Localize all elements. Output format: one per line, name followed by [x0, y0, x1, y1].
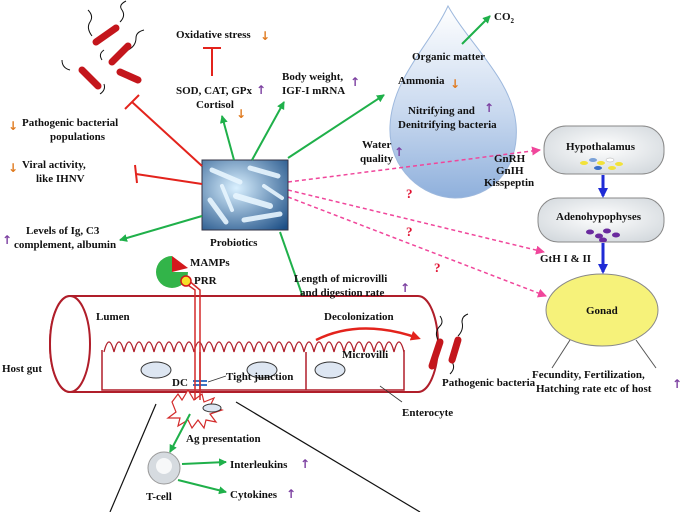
digestion-rate-label: and digestion rate [300, 287, 384, 299]
down-arrow: ↓ [8, 161, 18, 175]
decolonization-label: Decolonization [324, 311, 394, 323]
magnifier-line [235, 401, 421, 512]
cortisol-label: Cortisol [196, 99, 234, 111]
interleukins-arrow [181, 458, 227, 467]
interleukins-label: Interleukins [230, 459, 288, 471]
viral-label-2: like IHNV [36, 173, 85, 185]
tight-junction-label: Tight junction [226, 371, 293, 383]
gth-dashed-arrow [287, 189, 545, 255]
oxidative-stress-label: Oxidative stress [176, 29, 251, 41]
enterocyte-label: Enterocyte [402, 407, 453, 419]
gnrh-label: GnRH [494, 153, 526, 165]
body-weight-arrow [251, 101, 285, 161]
prr-label: PRR [194, 275, 218, 287]
t-cell-label: T-cell [146, 491, 172, 503]
hypothalamus-box [543, 125, 665, 175]
lumen-label: Lumen [96, 311, 130, 323]
decolonization-arrow [315, 327, 421, 342]
gonad-shape [545, 273, 659, 347]
immune-arrow [119, 215, 203, 242]
down-arrow: ↓ [236, 107, 246, 121]
antioxidant-arrow [219, 115, 235, 161]
probiotics-image [201, 159, 289, 231]
hatching-label: Hatching rate etc of host [536, 383, 652, 395]
pathogenic-bacteria-gut-icon [428, 313, 469, 375]
water-quality-arrow [287, 94, 385, 159]
pathogenic-bacteria-icon [61, 0, 145, 95]
nitrifying-label: Nitrifying and [408, 105, 475, 117]
viral-label: Viral activity, [22, 159, 86, 171]
host-gut-label: Host gut [2, 363, 42, 375]
up-arrow: ↑ [400, 281, 410, 295]
probiotics-label: Probiotics [210, 237, 258, 249]
hypothalamus-particles-icon [580, 157, 623, 170]
up-arrow: ↑ [300, 457, 310, 471]
up-arrow: ↑ [350, 75, 360, 89]
tight-junction-pointer [207, 375, 227, 383]
microvilli-length-label: Length of microvilli [294, 273, 387, 285]
gonad-outcome-line [635, 339, 657, 369]
pathogenic-label: Pathogenic bacterial [22, 117, 118, 129]
gth-label: GtH I & II [540, 253, 591, 265]
viral-inhibition [134, 164, 203, 185]
dc-nucleus [202, 403, 222, 413]
up-arrow: ↑ [484, 101, 494, 115]
mamps-label: MAMPs [190, 257, 230, 269]
ammonia-label: Ammonia [398, 75, 445, 87]
immune-label: Levels of Ig, C3 [26, 225, 100, 237]
pathogenic-bacteria-label: Pathogenic bacteria [442, 377, 536, 389]
enterocyte-pointer [379, 385, 403, 403]
ag-presentation-label: Ag presentation [186, 433, 261, 445]
question-mark: ? [406, 186, 413, 201]
ag-presentation-arrow [169, 413, 191, 453]
up-arrow: ↑ [2, 233, 12, 247]
water-quality-label: Water [362, 139, 391, 151]
up-arrow: ↑ [256, 83, 266, 97]
immune-label-2: complement, albumin [14, 239, 116, 251]
hypothalamus-label: Hypothalamus [566, 141, 636, 153]
gonad-outcome-line [551, 339, 571, 369]
fecundity-label: Fecundity, Fertilization, [532, 369, 645, 381]
question-mark: ? [434, 260, 441, 275]
up-arrow: ↑ [286, 487, 296, 501]
water-droplet [389, 4, 517, 199]
oxidative-inhibition [203, 47, 221, 76]
down-arrow: ↓ [450, 77, 460, 91]
dc-label: DC [172, 377, 188, 389]
microvilli-label: Microvilli [342, 349, 388, 361]
down-arrow: ↓ [8, 119, 18, 133]
water-quality-label-2: quality [360, 153, 394, 165]
mamps-icon [156, 256, 188, 288]
cytokines-label: Cytokines [230, 489, 278, 501]
prr-icon [180, 275, 192, 287]
enterocyte-nucleus [314, 361, 346, 379]
antioxidants-label: SOD, CAT, GPx [176, 85, 252, 97]
hormone-dashed-arrow [287, 146, 541, 183]
body-weight-label: Body weight, [282, 71, 343, 83]
denitrifying-label: Denitrifying bacteria [398, 119, 497, 131]
co2-arrow [461, 15, 491, 45]
up-arrow: ↑ [394, 145, 404, 159]
t-cell-icon [147, 451, 181, 485]
co2-label: CO2 [494, 11, 515, 25]
igf-label: IGF-I mRNA [282, 85, 345, 97]
gnih-label: GnIH [496, 165, 524, 177]
pathogenic-label-2: populations [50, 131, 106, 143]
cytokines-arrow [177, 479, 227, 495]
enterocyte-nucleus [140, 361, 172, 379]
kisspeptin-label: Kisspeptin [484, 177, 534, 189]
question-mark: ? [406, 224, 413, 239]
enterocyte-nucleus [246, 361, 278, 379]
up-arrow: ↑ [672, 377, 682, 391]
down-arrow: ↓ [260, 29, 270, 43]
magnifier-line [109, 403, 157, 512]
pathogen-inhibition [124, 94, 203, 167]
organic-matter-label: Organic matter [412, 51, 485, 63]
adeno-label: Adenohypophyses [556, 211, 642, 223]
gonad-label: Gonad [586, 305, 618, 317]
adenohypophyses-particles-icon [586, 228, 620, 243]
